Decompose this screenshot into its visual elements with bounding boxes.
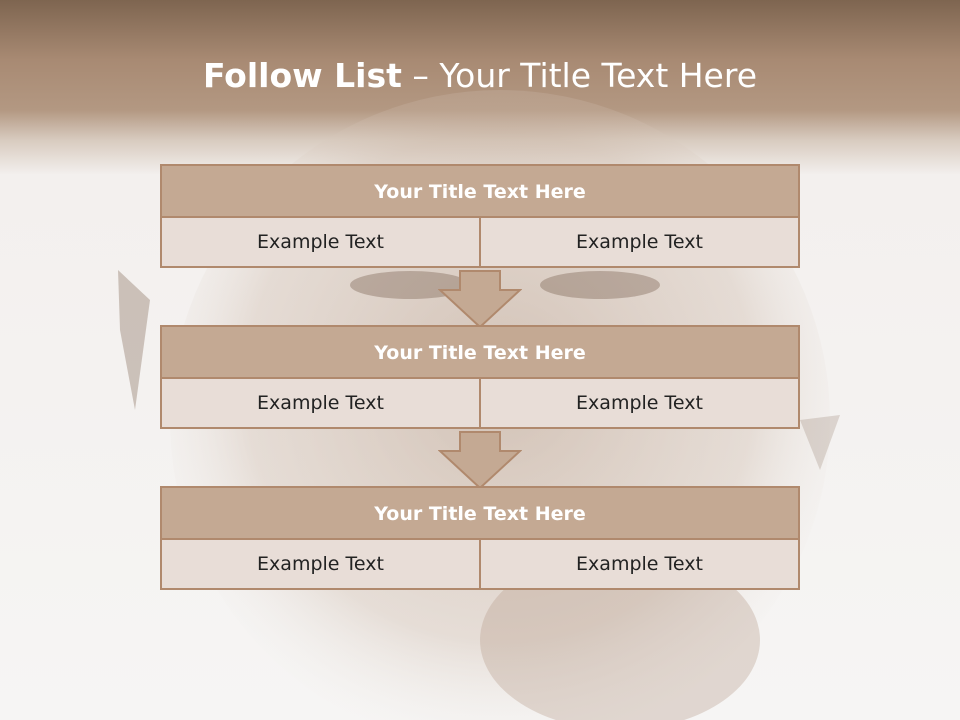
block-1-title[interactable]: Your Title Text Here	[160, 164, 800, 218]
block-3-left-cell[interactable]: Example Text	[160, 540, 481, 590]
block-2-title[interactable]: Your Title Text Here	[160, 325, 800, 379]
block-3-title[interactable]: Your Title Text Here	[160, 486, 800, 540]
title-bold-part: Follow List	[202, 56, 402, 95]
down-arrow-icon	[438, 270, 522, 328]
list-block-2: Your Title Text Here Example Text Exampl…	[160, 325, 800, 429]
list-block-1: Your Title Text Here Example Text Exampl…	[160, 164, 800, 268]
block-1-left-cell[interactable]: Example Text	[160, 218, 481, 268]
block-2-left-cell[interactable]: Example Text	[160, 379, 481, 429]
down-arrow-icon	[438, 431, 522, 489]
block-3-right-cell[interactable]: Example Text	[481, 540, 800, 590]
list-block-3: Your Title Text Here Example Text Exampl…	[160, 486, 800, 590]
block-1-row: Example Text Example Text	[160, 218, 800, 268]
block-2-row: Example Text Example Text	[160, 379, 800, 429]
block-1-right-cell[interactable]: Example Text	[481, 218, 800, 268]
slide-title: Follow List – Your Title Text Here	[0, 52, 960, 100]
block-3-row: Example Text Example Text	[160, 540, 800, 590]
title-rest-part: – Your Title Text Here	[412, 56, 758, 95]
block-2-right-cell[interactable]: Example Text	[481, 379, 800, 429]
